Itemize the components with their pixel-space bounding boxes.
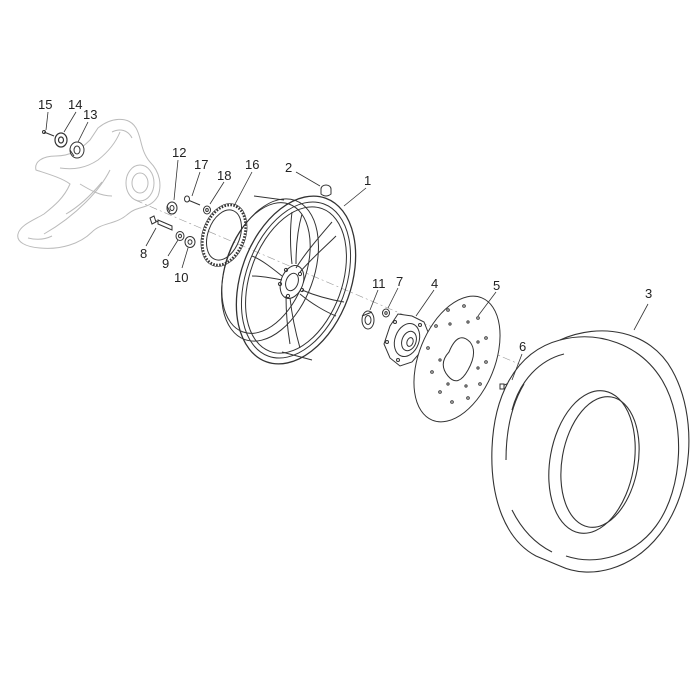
leader-15: [45, 111, 49, 131]
callout-1: 1: [364, 173, 371, 188]
callout-13: 13: [83, 107, 97, 122]
callout-5: 5: [493, 278, 500, 293]
spacer-12: [167, 202, 177, 214]
valve-2: [321, 185, 331, 196]
brake-disc-5: [397, 284, 517, 435]
swing-arm: [18, 119, 160, 248]
callout-17: 17: [194, 157, 208, 172]
callout-16: 16: [245, 157, 259, 172]
callout-18: 18: [217, 168, 231, 183]
leader-3: [633, 303, 649, 331]
rim-1: [203, 179, 377, 380]
washer-18: [204, 206, 211, 214]
leader-lines: [45, 111, 649, 381]
leader-11: [369, 289, 379, 311]
leader-18: [209, 181, 225, 205]
callout-9: 9: [162, 256, 169, 271]
abs-tone-ring-16: [193, 197, 256, 273]
callout-7: 7: [396, 274, 403, 289]
leader-9: [167, 239, 179, 257]
leader-10: [181, 247, 189, 269]
callout-4: 4: [431, 276, 438, 291]
leader-4: [415, 289, 435, 317]
pin-15: [43, 131, 55, 137]
leader-8: [145, 227, 157, 247]
spacer-11: [362, 311, 374, 329]
leader-13: [77, 121, 89, 143]
screw-17: [185, 196, 201, 205]
nut-14: [55, 133, 67, 147]
callout-3: 3: [645, 286, 652, 301]
leader-1: [343, 187, 367, 207]
callout-6: 6: [519, 339, 526, 354]
leader-2: [295, 171, 321, 187]
leader-7: [387, 287, 399, 309]
leader-5: [477, 291, 497, 317]
callout-2: 2: [285, 160, 292, 175]
callout-labels: 1 2 3 4 5 6 7 8 9 10 11 12 13 14 15 16 1…: [38, 97, 652, 354]
callout-10: 10: [174, 270, 188, 285]
nut-7: [383, 309, 390, 317]
bolt-8: [150, 216, 172, 230]
leader-12: [173, 159, 179, 201]
leader-14: [63, 111, 77, 133]
washer-9: [176, 232, 184, 241]
callout-15: 15: [38, 97, 52, 112]
leader-6: [511, 353, 523, 381]
washer-10: [185, 237, 195, 248]
callout-8: 8: [140, 246, 147, 261]
callout-12: 12: [172, 145, 186, 160]
hub-flange-4: [384, 314, 428, 366]
bearing-13: [70, 142, 84, 158]
callout-11: 11: [372, 276, 386, 291]
leader-16: [233, 171, 253, 207]
callout-14: 14: [68, 97, 82, 112]
tyre-3: [492, 331, 689, 572]
leader-17: [191, 171, 201, 197]
